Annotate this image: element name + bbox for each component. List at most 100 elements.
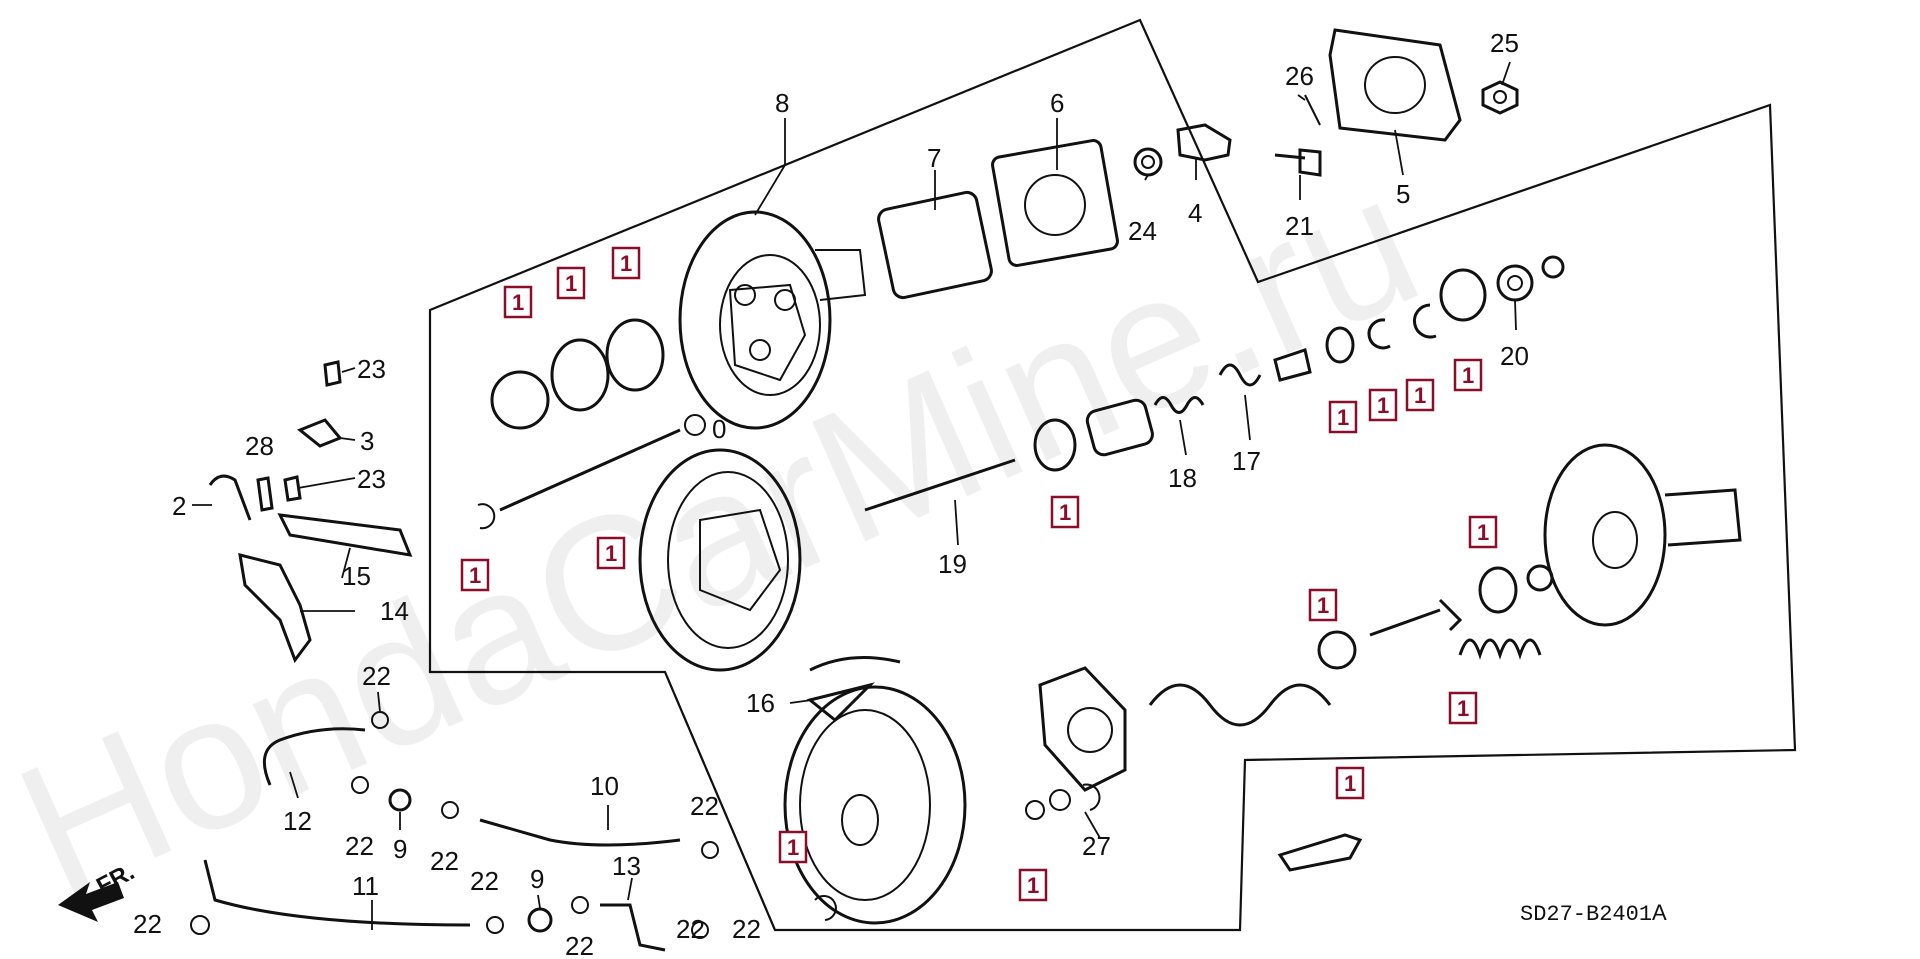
snap-ring-b <box>1413 303 1437 339</box>
label-9-a: 9 <box>393 834 407 864</box>
label-24: 24 <box>1128 216 1157 246</box>
clip-bottom <box>814 895 837 921</box>
label-22-b: 22 <box>345 831 374 861</box>
svg-text:1: 1 <box>1317 593 1329 618</box>
label-22-f: 22 <box>470 866 499 896</box>
label-3: 3 <box>360 426 374 456</box>
kit-box: 1 <box>1018 868 1048 902</box>
label-8: 8 <box>775 88 789 118</box>
valve-rod <box>864 458 1016 512</box>
mounting-plate <box>991 139 1119 267</box>
watermark: HondaCarMine.ru <box>0 134 1447 938</box>
rear-gasket-plate <box>1038 666 1127 792</box>
svg-text:1: 1 <box>1414 383 1426 408</box>
label-22-d: 22 <box>690 791 719 821</box>
kit-box: 1 <box>1368 388 1398 422</box>
label-21: 21 <box>1285 211 1314 241</box>
svg-text:1: 1 <box>1337 405 1349 430</box>
label-27: 27 <box>1082 831 1111 861</box>
label-23-mid: 23 <box>357 464 386 494</box>
bolt-23a <box>323 360 342 387</box>
valve-body <box>1085 398 1154 457</box>
kit-box: 1 <box>503 285 533 319</box>
label-23-top: 23 <box>357 354 386 384</box>
label-2: 2 <box>172 491 186 521</box>
reaction-disc <box>1478 566 1518 614</box>
kit-box: 1 <box>1448 691 1478 725</box>
label-10: 10 <box>590 771 619 801</box>
kit-box: 1 <box>1453 358 1483 392</box>
kit-box: 1 <box>1335 766 1365 800</box>
washer-27a <box>1025 800 1045 820</box>
push-rod <box>499 428 681 512</box>
label-22-g: 22 <box>565 931 594 959</box>
clevis-pin <box>1274 148 1322 177</box>
seal-ring-a <box>550 338 610 412</box>
large-washer <box>1439 268 1487 322</box>
nut-20 <box>1496 255 1565 302</box>
front-direction-arrow <box>58 882 124 922</box>
svg-text:1: 1 <box>620 251 632 276</box>
label-17: 17 <box>1232 446 1261 476</box>
kit-box: 1 <box>460 558 490 592</box>
label-22-e: 22 <box>133 909 162 939</box>
label-13: 13 <box>612 851 641 881</box>
hose-11 <box>203 859 471 927</box>
svg-text:1: 1 <box>1027 873 1039 898</box>
diaphragm <box>638 448 802 672</box>
hose-10 <box>479 818 681 847</box>
hose-12 <box>262 727 366 786</box>
piston-rod <box>1369 598 1463 637</box>
piston-seal <box>1033 418 1077 472</box>
assembly-outline-booster <box>428 18 1797 932</box>
diagram-code: SD27-B2401 <box>1520 902 1652 927</box>
label-26: 26 <box>1285 61 1314 91</box>
svg-text:1: 1 <box>1457 696 1469 721</box>
label-9-b: 9 <box>530 864 544 894</box>
svg-text:1: 1 <box>512 290 524 315</box>
svg-text:1: 1 <box>605 541 617 566</box>
label-22-a: 22 <box>362 661 391 691</box>
label-19: 19 <box>938 549 967 579</box>
label-18: 18 <box>1168 463 1197 493</box>
label-22-h: 22 <box>732 914 761 944</box>
bolt-28 <box>256 476 274 512</box>
kit-box: 1 <box>1328 400 1358 434</box>
nut-24 <box>1133 147 1163 177</box>
svg-text:1: 1 <box>565 271 577 296</box>
label-22-c: 22 <box>430 846 459 876</box>
bolt-23b <box>283 475 302 502</box>
label-0: 0 <box>712 414 726 444</box>
svg-text:1: 1 <box>787 835 799 860</box>
svg-text:1: 1 <box>1344 771 1356 796</box>
seal-ring-b <box>605 318 665 392</box>
spring-18 <box>1153 396 1205 414</box>
power-piston <box>1543 443 1742 627</box>
clip-2 <box>208 474 252 521</box>
label-5: 5 <box>1396 179 1410 209</box>
kit-box: 1 <box>778 830 808 864</box>
spring-17 <box>1218 363 1262 387</box>
boot-bellows <box>1458 638 1542 660</box>
washer-0 <box>684 414 706 436</box>
leader-lines <box>192 61 1517 930</box>
label-14: 14 <box>380 596 409 626</box>
plunger <box>1273 348 1312 382</box>
kit-box: 1 <box>1468 515 1498 549</box>
booster-front-shell <box>678 210 867 430</box>
assembly-outline-inner <box>430 671 776 931</box>
bracket-14 <box>238 552 312 664</box>
hose-clip-3 <box>297 418 343 448</box>
grease-tube <box>1277 833 1363 872</box>
label-20: 20 <box>1500 341 1529 371</box>
svg-text:1: 1 <box>1059 500 1071 525</box>
retainer-ring <box>490 370 550 430</box>
label-28: 28 <box>245 431 274 461</box>
svg-text:1: 1 <box>1377 393 1389 418</box>
label-4: 4 <box>1188 198 1202 228</box>
label-22-i: 22 <box>676 914 705 944</box>
kit-box: 1 <box>611 246 641 280</box>
kit-box: 1 <box>596 536 626 570</box>
washer-27b <box>1049 789 1071 811</box>
